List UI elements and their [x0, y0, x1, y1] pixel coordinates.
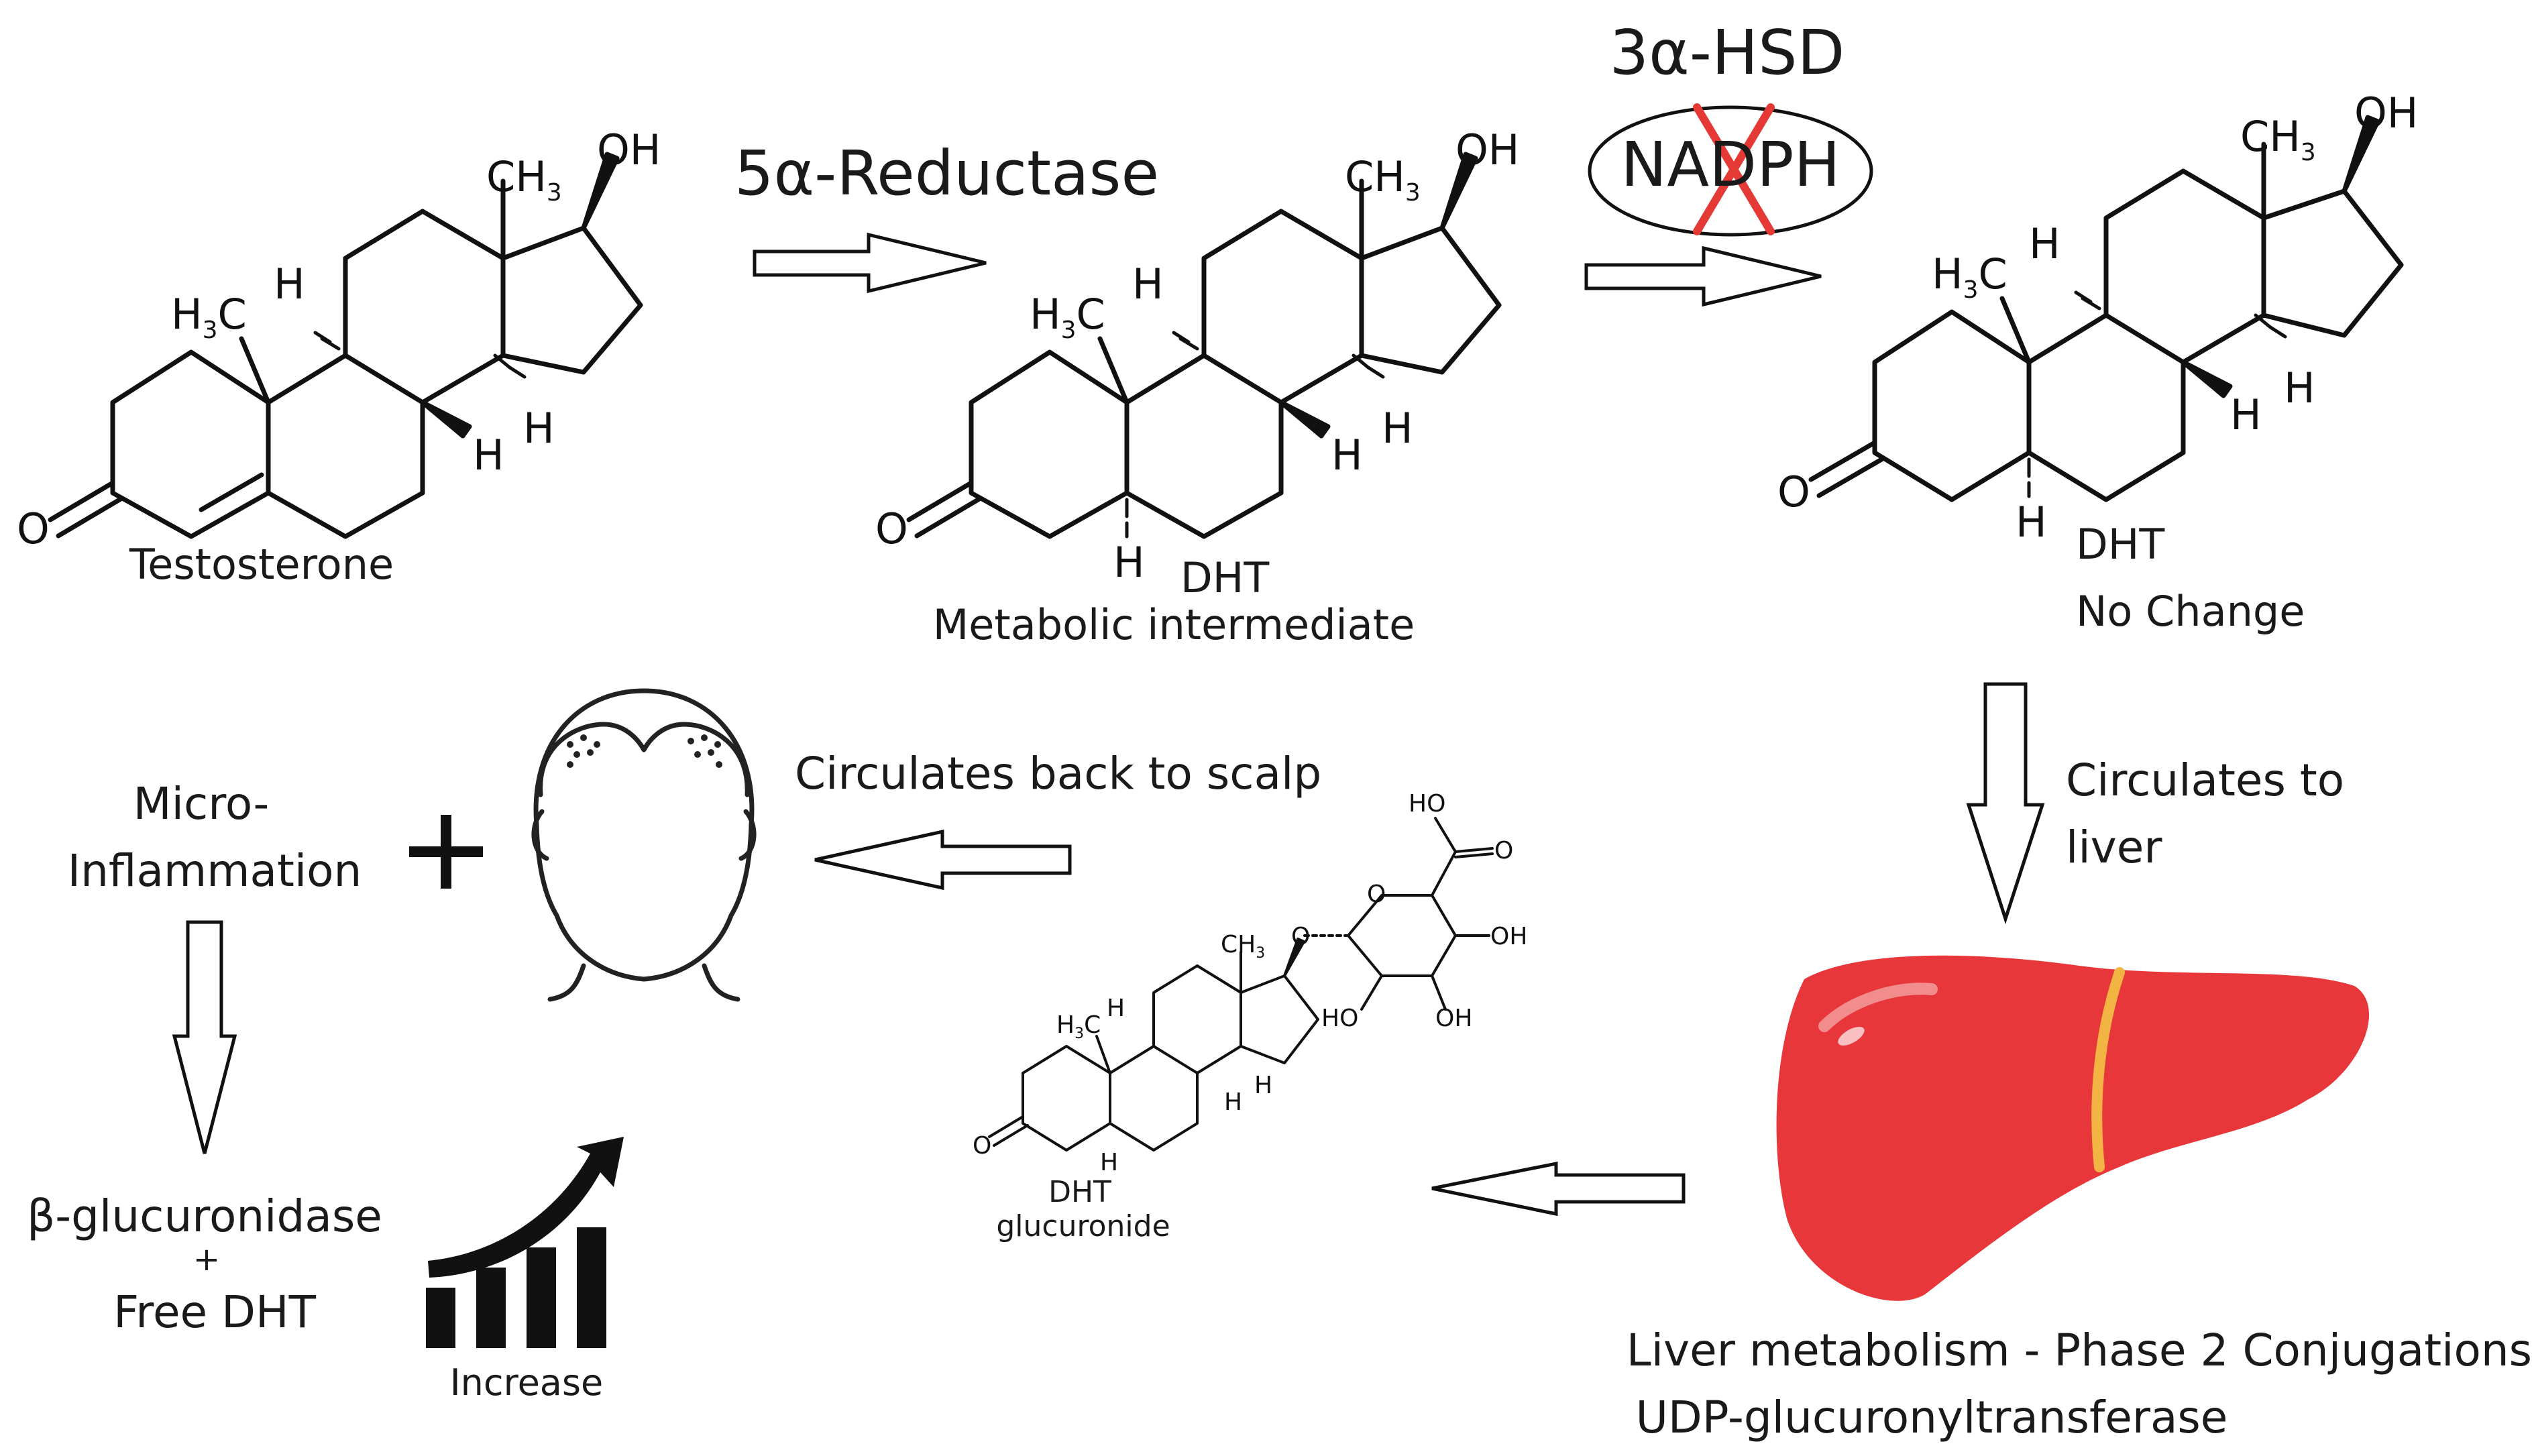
- o-atom-label: O: [875, 504, 908, 553]
- ho-label: HO: [1321, 1005, 1358, 1032]
- udp-label: UDP-glucuronyltransferase: [1635, 1392, 2228, 1443]
- dht-intermediate-atom-labels: O H3C H CH3 OH H H H: [875, 125, 1519, 587]
- h-atom-label: H: [523, 404, 555, 453]
- cofactor-ellipse: [1588, 105, 1873, 237]
- h-atom-label: H: [2230, 390, 2262, 439]
- ch3-label: CH3: [2240, 112, 2316, 166]
- testosterone-atom-labels: O H3C H CH3 OH H H: [17, 125, 661, 553]
- testosterone-label: Testosterone: [129, 540, 394, 589]
- arrow-down-to-liver: [1966, 682, 2045, 925]
- plus-sign: [409, 815, 483, 889]
- oh-label: OH: [1490, 923, 1527, 950]
- h3c-label: H3C: [1932, 249, 2007, 304]
- increase-icon: [426, 1137, 624, 1348]
- arrow-liver-to-glucuronide: [1431, 1161, 1686, 1217]
- h-atom-label: H: [1254, 1072, 1272, 1099]
- cross-icon: [1693, 103, 1775, 235]
- dht-label: DHT: [1180, 553, 1270, 602]
- testosterone-structure: [48, 152, 643, 539]
- o-atom-label: O: [1494, 837, 1513, 864]
- h3c-label: H3C: [1056, 1011, 1101, 1042]
- o-atom-label: O: [1777, 467, 1810, 516]
- oh-label: OH: [1455, 125, 1519, 174]
- h3c-label: H3C: [171, 290, 247, 344]
- dht-label: DHT: [2076, 520, 2165, 569]
- o-atom-label: O: [1291, 923, 1310, 950]
- liver-icon: [1776, 955, 2370, 1301]
- arrow-down-inflammation: [172, 920, 237, 1154]
- oh-label: OH: [2354, 89, 2418, 137]
- hsd-enzyme-label: 3α-HSD: [1609, 17, 1845, 89]
- h-atom-label: H: [1331, 431, 1363, 480]
- glucuronidase-label: β-glucuronidase: [27, 1190, 382, 1242]
- arrow-back-to-scalp: [814, 829, 1072, 891]
- head-icon: [531, 688, 757, 1002]
- h-atom-label: H: [2284, 363, 2315, 412]
- h3c-label: H3C: [1030, 290, 1105, 344]
- oh-label: OH: [597, 125, 661, 174]
- dht-intermediate-structure: [906, 152, 1502, 539]
- diagram-canvas: O H3C H CH3 OH H H O H3C H CH3 OH: [17, 89, 2418, 1348]
- micro-label: Micro-: [133, 778, 270, 830]
- o-atom-label: O: [1367, 881, 1386, 908]
- dht-glucuronide-structure: [988, 817, 1494, 1152]
- increase-label: Increase: [449, 1361, 604, 1404]
- no-change-label: No Change: [2076, 587, 2305, 636]
- arrow-testosterone-to-dht: [753, 232, 987, 294]
- reductase-enzyme-label: 5α-Reductase: [734, 137, 1160, 209]
- liver-metabolism-label: Liver metabolism - Phase 2 Conjugations: [1626, 1325, 2532, 1376]
- oh-label: OH: [1435, 1005, 1472, 1032]
- dht-no-change-atom-labels: O H3C H CH3 OH H H H: [1777, 89, 2418, 547]
- inflammation-label: Inflammation: [67, 845, 362, 897]
- circulates-liver-label: Circulates to: [2066, 754, 2345, 806]
- h-atom-label: H: [1224, 1088, 1242, 1116]
- glucuronide-label: glucuronide: [996, 1209, 1170, 1243]
- o-atom-label: O: [973, 1132, 991, 1160]
- free-dht-label: Free DHT: [113, 1286, 316, 1338]
- h-atom-label: H: [1107, 995, 1125, 1022]
- ch3-label: CH3: [1345, 152, 1421, 207]
- dht-no-change-structure: [1808, 115, 2404, 502]
- ch3-label: CH3: [1221, 931, 1265, 962]
- h-atom-label: H: [2016, 498, 2047, 547]
- arrow-dht-to-dht: [1584, 245, 1822, 307]
- small-plus-label: +: [192, 1241, 221, 1278]
- circulates-liver-label-2: liver: [2066, 822, 2162, 873]
- h-atom-label: H: [274, 260, 305, 309]
- h-atom-label: H: [473, 431, 504, 480]
- ch3-label: CH3: [486, 152, 562, 207]
- h-atom-label: H: [1382, 404, 1413, 453]
- circulates-scalp-label: Circulates back to scalp: [795, 748, 1322, 799]
- h-atom-label: H: [1100, 1149, 1118, 1176]
- o-atom-label: O: [17, 504, 50, 553]
- ho-label: HO: [1409, 790, 1445, 818]
- h-atom-label: H: [1132, 260, 1164, 309]
- metabolic-intermediate-label: Metabolic intermediate: [932, 600, 1415, 649]
- dht-glucuronide-atom-labels: O H3C CH3 O O HO O OH OH HO H H H H: [973, 790, 1527, 1176]
- h-atom-label: H: [2029, 219, 2060, 268]
- nadph-cofactor-label: NADPH: [1620, 129, 1840, 201]
- dht-label: DHT: [1048, 1175, 1111, 1209]
- h-atom-label: H: [1113, 538, 1145, 587]
